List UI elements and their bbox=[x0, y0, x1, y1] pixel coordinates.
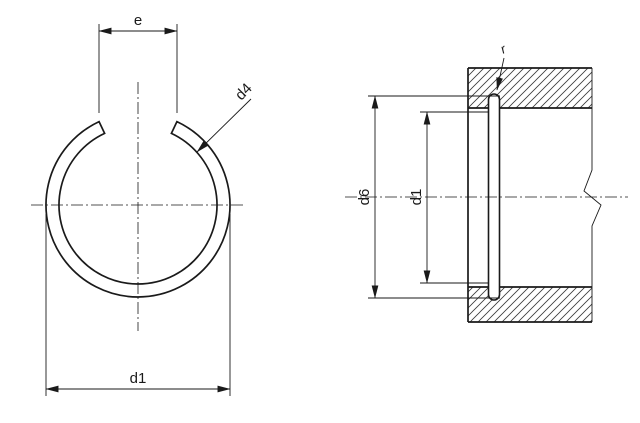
dimension-bore-d1: d1 bbox=[408, 111, 489, 284]
break-line bbox=[583, 68, 602, 322]
dimension-groove-d6: d6 bbox=[356, 95, 500, 299]
section-view: d6 d1 r bbox=[345, 41, 628, 323]
wire-diameter-label: d4 bbox=[232, 80, 256, 104]
dimension-gap-e: e bbox=[98, 12, 178, 113]
hatch-top-band bbox=[468, 68, 592, 108]
dimension-wire-d4: d4 bbox=[196, 80, 256, 153]
bore-diameter-label: d1 bbox=[408, 189, 425, 206]
gap-width-label: e bbox=[134, 12, 142, 29]
leader-line bbox=[496, 57, 505, 91]
snap-ring-outline bbox=[45, 120, 231, 298]
dimension-outer-d1: d1 bbox=[45, 214, 231, 396]
hatch-bottom-band bbox=[468, 287, 592, 322]
dimension-radius-r: r bbox=[496, 41, 509, 91]
outer-diameter-label: d1 bbox=[130, 370, 147, 387]
corner-radius-label: r bbox=[498, 41, 509, 57]
groove-diameter-label: d6 bbox=[356, 189, 373, 206]
leader-line bbox=[196, 98, 252, 153]
front-view: e d4 d1 bbox=[31, 12, 256, 396]
